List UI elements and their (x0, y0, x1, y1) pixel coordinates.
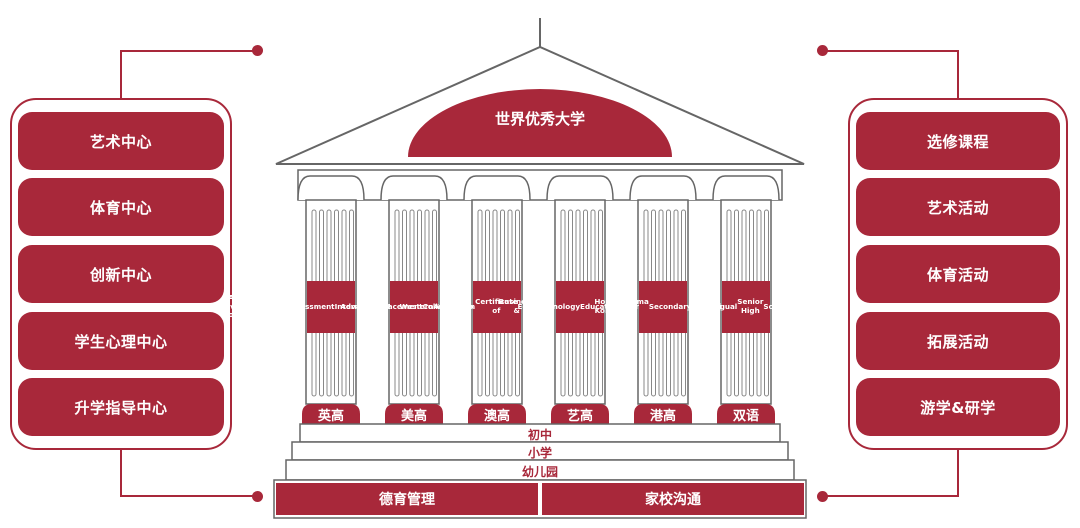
step-label-primary: 小学 (527, 446, 552, 460)
right-item-art-activities: 艺术活动 (856, 178, 1060, 236)
left-item-psychology-center: 学生心理中心 (18, 312, 224, 370)
right-item-expansion-activities: 拓展活动 (856, 312, 1060, 370)
column-capital-4 (629, 175, 697, 201)
plaque-line: Hong Kong (594, 297, 616, 315)
entablature (297, 169, 783, 201)
plaque-line: Board (452, 301, 477, 311)
column-base-1 (385, 404, 443, 424)
plaque-line: A-level of (222, 293, 243, 320)
connector-top-right-h (822, 50, 959, 52)
plaque-line: Education (691, 301, 732, 311)
connector-top-right-v (957, 50, 959, 99)
right-activity-panel: 选修课程 艺术活动 体育活动 拓展活动 游学&研学 (848, 98, 1068, 450)
plaque-line: Australian (433, 301, 476, 311)
left-item-sports-center: 体育中心 (18, 178, 224, 236)
plaque-line: Western (399, 301, 434, 311)
column-base-label-1: 美高 (400, 408, 427, 424)
plaque-line: Bilingual (701, 301, 738, 311)
plaque-line: Council (620, 301, 650, 311)
step-label-junior-high: 初中 (527, 428, 552, 442)
connector-top-left-v (120, 50, 122, 99)
right-item-sports-activities: 体育活动 (856, 245, 1060, 303)
plaque-line: Assessment (286, 301, 335, 311)
column-capital-3 (546, 175, 614, 201)
connector-dot-bottom-right (817, 491, 828, 502)
column-base-0 (302, 404, 360, 424)
roof-title: 世界优秀大学 (494, 110, 585, 128)
column-plaque-1: AdvancedPlacementCollegeBoardUS (340, 281, 488, 333)
plaque-line: Education (580, 301, 621, 311)
connector-dot-bottom-left (252, 491, 263, 502)
plaque-line: School (763, 301, 791, 311)
column-plaque-3: Business &TechnologyEducationCouncilUK (499, 281, 661, 333)
column-base-label-5: 双语 (732, 408, 759, 424)
column-capital-1 (380, 175, 448, 201)
plaque-line: Certificate of (475, 297, 518, 315)
connector-bottom-right-v (957, 449, 959, 497)
column-base-3 (551, 404, 609, 424)
left-item-guidance-center: 升学指导中心 (18, 378, 224, 436)
left-support-panel: 艺术中心 体育中心 创新中心 学生心理中心 升学指导中心 (10, 98, 232, 450)
step-label-kindergarten: 幼儿园 (521, 465, 558, 479)
column-base-label-2: 澳高 (483, 408, 510, 424)
plaque-line: Technology (534, 301, 581, 311)
plaque-line: Cambridge (242, 301, 287, 311)
column-capital-2 (463, 175, 531, 201)
left-item-innovation-center: 创新中心 (18, 245, 224, 303)
plaque-line: Business & (498, 297, 535, 315)
connector-bottom-right-h (822, 495, 959, 497)
roof-dome (408, 89, 672, 157)
right-item-study-tours: 游学&研学 (856, 378, 1060, 436)
connector-bottom-left-h (120, 495, 258, 497)
plaque-line: Education (517, 301, 558, 311)
column-base-label-4: 港高 (649, 408, 676, 424)
plaque-line: College (422, 301, 453, 311)
column-base-label-3: 艺高 (566, 408, 593, 424)
connector-dot-top-right (817, 45, 828, 56)
column-capital-5 (712, 175, 780, 201)
foundation-label-home-school: 家校沟通 (645, 492, 701, 508)
plaque-line: Advanced (340, 301, 380, 311)
plaque-line: Secondary (648, 301, 692, 311)
column-base-label-0: 英高 (317, 408, 344, 424)
right-item-electives: 选修课程 (856, 112, 1060, 170)
plaque-line: Senior High (737, 297, 764, 315)
plaque-line: Placement (379, 301, 423, 311)
column-base-2 (468, 404, 526, 424)
column-capital-0 (297, 175, 365, 201)
plaque-line: International (334, 301, 388, 311)
column-base-4 (634, 404, 692, 424)
connector-dot-top-left (252, 45, 263, 56)
plaque-line: Diploma of (615, 297, 649, 315)
column-base-5 (717, 404, 775, 424)
foundation-label-moral: 德育管理 (379, 492, 435, 508)
left-item-art-center: 艺术中心 (18, 112, 224, 170)
connector-bottom-left-v (120, 449, 122, 497)
connector-top-left-h (120, 50, 258, 52)
